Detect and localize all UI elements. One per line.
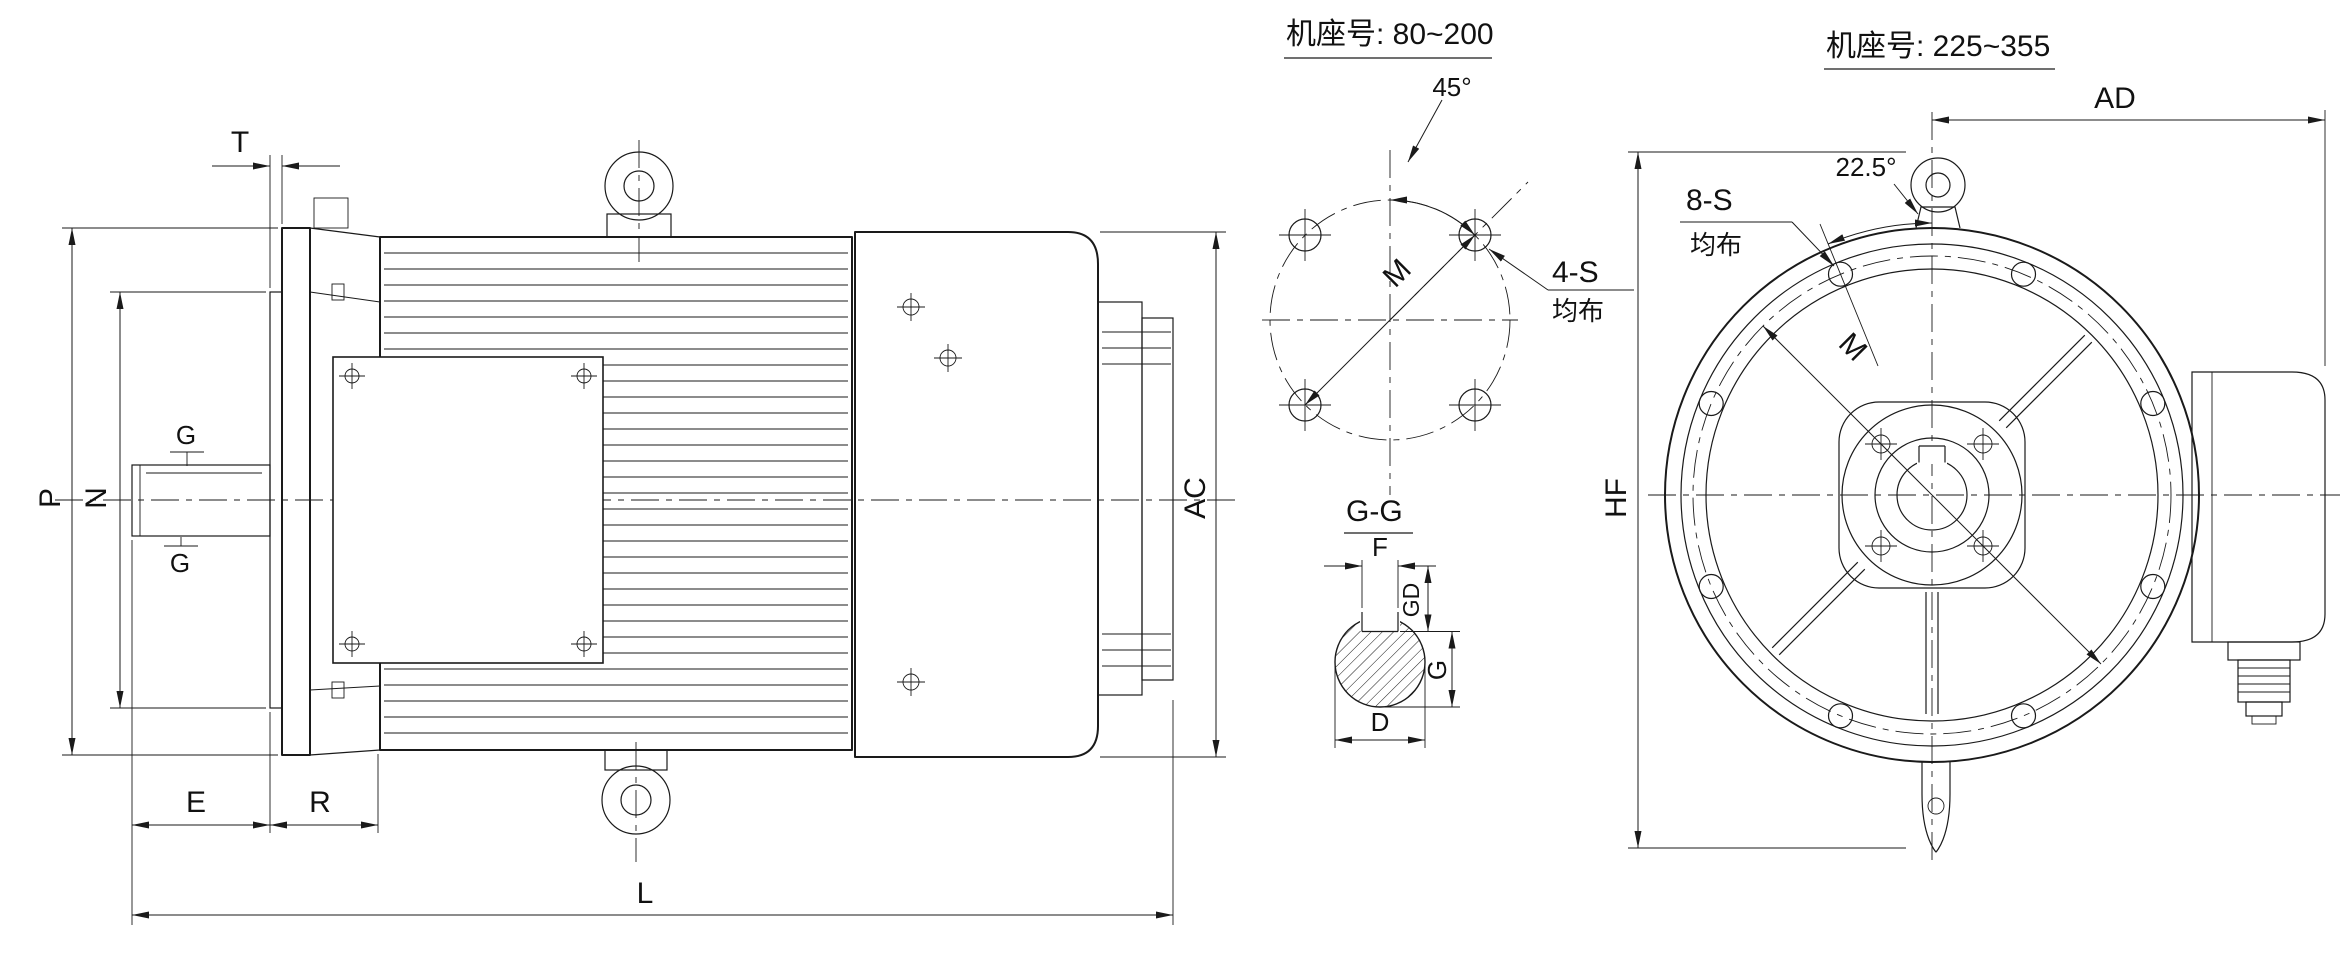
small-detail-title: 机座号: 80~200	[1286, 18, 1494, 51]
large-detail-title: 机座号: 225~355	[1826, 30, 2050, 63]
flange-outer-circle	[1664, 227, 2200, 763]
angle-label-225: 22.5°	[1835, 152, 1896, 182]
angle-label-45: 45°	[1432, 72, 1471, 102]
cable-gland	[2227, 641, 2301, 725]
shaft	[131, 464, 271, 537]
cooling-fins	[384, 252, 848, 734]
side-view: T P N G G E R	[34, 126, 1240, 925]
dim-label-M-small: M	[1377, 253, 1418, 294]
dim-label-G-section: G	[1422, 660, 1452, 680]
dim-label-E: E	[186, 786, 206, 819]
side-dimensions: T P N G G E R	[34, 126, 1226, 925]
dim-label-T: T	[231, 126, 249, 159]
dim-label-N: N	[80, 487, 113, 509]
dim-label-P: P	[34, 488, 67, 508]
dim-label-G-top: G	[176, 420, 196, 450]
dim-label-D: D	[1371, 707, 1390, 737]
dim-label-GD: GD	[1398, 583, 1424, 618]
flange-top-lug	[313, 197, 349, 229]
bottom-drain-lug	[1921, 762, 1951, 853]
section-title: G-G	[1346, 495, 1403, 528]
dim-label-AD: AD	[2094, 82, 2136, 115]
evenly-spaced-label-small: 均布	[1552, 296, 1604, 326]
flange-detail-small: 机座号: 80~200 45° M 4-S 均布	[1262, 18, 1634, 495]
hole-count-label-8S: 8-S	[1686, 184, 1733, 217]
flange-bolt-bottom	[331, 681, 345, 699]
front-lifting-eye	[1910, 157, 1966, 229]
flange-detail-large: 机座号: 225~355	[1600, 30, 2340, 866]
dim-label-AC: AC	[1179, 477, 1212, 519]
key-section: G-G F GD G D	[1324, 495, 1460, 748]
lifting-eye-top	[604, 140, 674, 262]
dim-label-L: L	[637, 877, 654, 910]
dim-label-HF: HF	[1600, 478, 1633, 518]
keyway	[1361, 612, 1399, 633]
terminal-box	[2191, 371, 2326, 725]
lifting-eye-bottom	[601, 742, 671, 862]
motor-body	[332, 236, 853, 751]
dim-label-M-large: M	[1832, 327, 1873, 368]
bolt-circle-large	[1692, 255, 2172, 735]
rear-grille	[1097, 301, 1174, 696]
terminal-plate	[332, 356, 604, 664]
bolt-holes-8	[1698, 261, 2166, 729]
hole-count-label-4S: 4-S	[1552, 256, 1599, 289]
dim-label-R: R	[309, 786, 331, 819]
fan-cowl	[854, 231, 1174, 758]
flange-bolt-top	[331, 283, 345, 301]
evenly-spaced-label-large: 均布	[1690, 230, 1742, 260]
dim-label-F: F	[1372, 532, 1388, 562]
dim-label-G-bottom: G	[170, 548, 190, 578]
front-flange	[269, 197, 381, 756]
